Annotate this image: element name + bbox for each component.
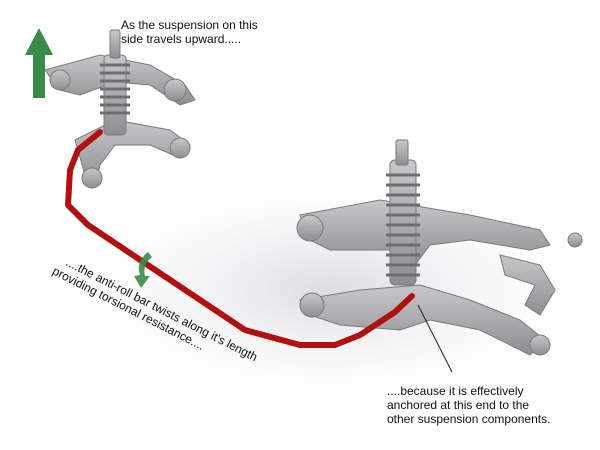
- upward-arrow-icon: [25, 28, 53, 98]
- caption-bottom-line: anchored at this end to the: [387, 398, 530, 412]
- caption-top-line: As the suspension on this: [121, 18, 258, 32]
- pointer-line: [417, 304, 453, 373]
- anti-roll-bar: [65, 129, 415, 348]
- twist-arrow-icon: [134, 252, 152, 288]
- caption-top-line: side travels upward.....: [121, 32, 242, 46]
- caption-bottom-line: other suspension components.: [387, 412, 551, 426]
- right-suspension-assembly: [296, 139, 583, 356]
- caption-top: As the suspension on this side travels u…: [121, 18, 258, 46]
- caption-bottom-line: ....because it is effectively: [387, 384, 524, 398]
- left-suspension-assembly: [44, 29, 196, 189]
- caption-bottom: ....because it is effectively anchored a…: [387, 384, 550, 426]
